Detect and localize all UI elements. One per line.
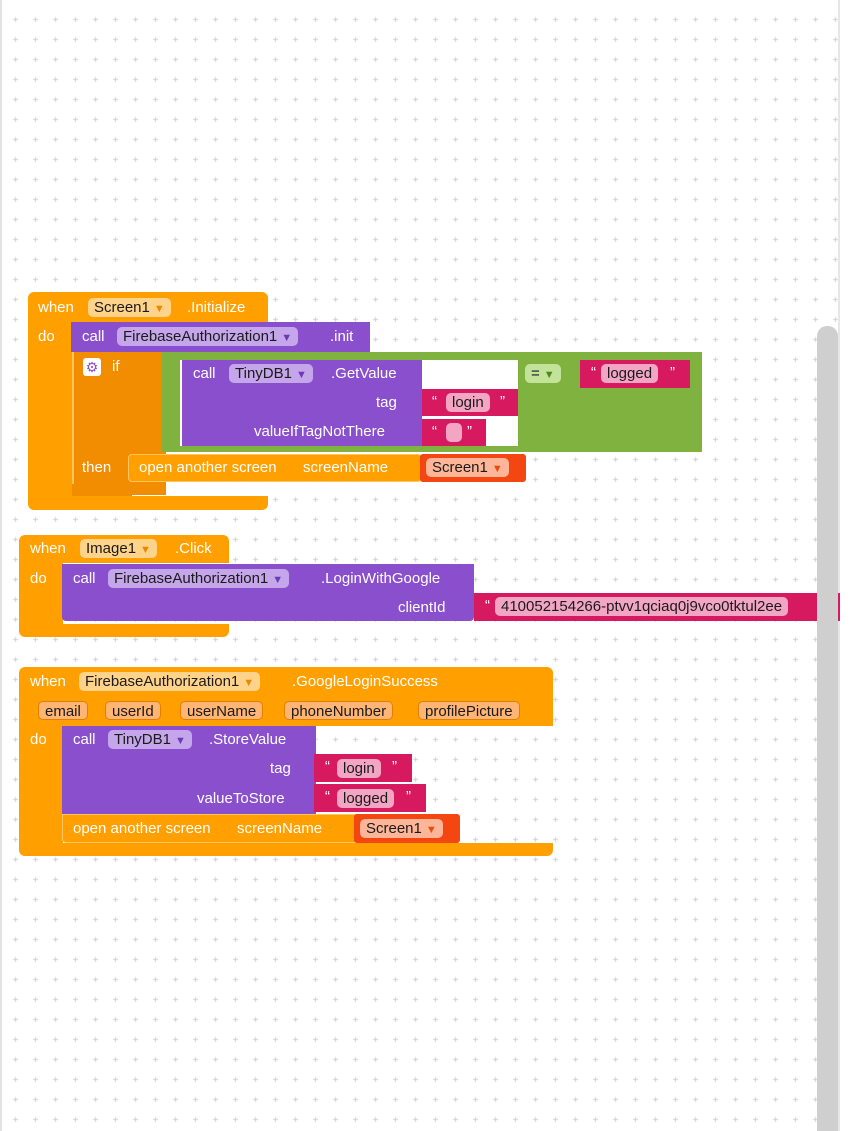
method-name: .StoreValue: [209, 731, 287, 748]
screen-name-label: screenName: [303, 459, 389, 476]
method-name: .LoginWithGoogle: [321, 570, 441, 587]
when-label: when: [30, 673, 66, 690]
workspace-right-border: [838, 0, 840, 1131]
quote-close-icon: ”: [467, 423, 472, 440]
chevron-down-icon: ▼: [153, 303, 165, 315]
chevron-down-icon: ▼: [543, 369, 555, 381]
component-dropdown-firebase[interactable]: FirebaseAuthorization1▼: [108, 569, 290, 588]
text-value-client-id[interactable]: 410052154266-ptvv1qciaq0j9vco0tktul2ee: [495, 597, 789, 616]
do-label: do: [38, 328, 55, 345]
workspace-left-border: [0, 0, 2, 1131]
getvalue-method: .GetValue: [331, 365, 397, 382]
getvalue-call-label: call: [193, 365, 216, 382]
chevron-down-icon: ▼: [281, 332, 293, 344]
chevron-down-icon: ▼: [140, 544, 151, 556]
component-dropdown-firebase[interactable]: FirebaseAuthorization1▼: [117, 327, 299, 346]
tag-label: tag: [270, 760, 291, 777]
do-label: do: [30, 731, 47, 748]
client-id-label: clientId: [398, 599, 446, 616]
default-label: valueIfTagNotThere: [254, 423, 385, 440]
text-value-login[interactable]: login: [337, 759, 381, 778]
chevron-down-icon: ▼: [243, 677, 255, 689]
quote-open-icon: “: [432, 423, 437, 440]
event-left-arm: [19, 563, 63, 625]
call-label: call: [82, 328, 105, 345]
tag-label: tag: [376, 394, 397, 411]
chevron-down-icon: ▼: [295, 369, 307, 381]
open-screen-block[interactable]: [62, 814, 358, 843]
screen-dropdown[interactable]: Screen1▼: [426, 458, 509, 477]
component-dropdown-firebase[interactable]: FirebaseAuthorization1▼: [79, 672, 261, 691]
method-name: .init: [330, 328, 354, 345]
if-block-bottom: [72, 484, 132, 496]
event-name: .Initialize: [187, 299, 246, 316]
event-left-arm: [28, 322, 72, 500]
text-value-login[interactable]: login: [446, 393, 490, 412]
event-name: .GoogleLoginSuccess: [292, 673, 438, 690]
value-label: valueToStore: [197, 790, 285, 807]
text-value-logged[interactable]: logged: [601, 364, 659, 383]
component-dropdown-tinydb[interactable]: TinyDB1▼: [229, 364, 313, 383]
quote-close-icon: ”: [500, 393, 505, 410]
then-label: then: [82, 459, 112, 476]
gear-icon[interactable]: ⚙: [83, 358, 101, 376]
quote-close-icon: ”: [392, 758, 397, 775]
when-label: when: [38, 299, 74, 316]
chevron-down-icon: ▼: [272, 574, 284, 586]
workspace-vertical-scrollbar[interactable]: [817, 326, 838, 1131]
open-screen-label: open another screen: [139, 459, 277, 476]
call-label: call: [73, 731, 96, 748]
param-profilepicture[interactable]: profilePicture: [418, 701, 520, 720]
do-label: do: [30, 570, 47, 587]
if-label: if: [112, 358, 120, 375]
param-username[interactable]: userName: [180, 701, 264, 720]
text-value-logged[interactable]: logged: [337, 789, 395, 808]
chevron-down-icon: ▼: [174, 735, 186, 747]
open-screen-block[interactable]: [128, 454, 422, 482]
open-screen-label: open another screen: [73, 820, 211, 837]
event-footer: [19, 624, 229, 637]
quote-close-icon: ”: [406, 788, 411, 805]
component-dropdown-image1[interactable]: Image1▼: [80, 539, 157, 558]
screen-dropdown[interactable]: Screen1▼: [360, 819, 443, 838]
chevron-down-icon: ▼: [425, 824, 437, 836]
screen-name-label: screenName: [237, 820, 323, 837]
component-dropdown-screen1[interactable]: Screen1▼: [88, 298, 171, 317]
event-name: .Click: [175, 540, 212, 557]
quote-close-icon: ”: [670, 364, 675, 381]
when-label: when: [30, 540, 66, 557]
compare-operator-dropdown[interactable]: =▼: [525, 364, 561, 383]
call-label: call: [73, 570, 96, 587]
text-value-empty[interactable]: [446, 423, 462, 442]
event-footer: [28, 496, 268, 510]
chevron-down-icon: ▼: [491, 463, 503, 475]
quote-open-icon: “: [325, 788, 330, 805]
quote-open-icon: “: [325, 758, 330, 775]
quote-open-icon: “: [432, 393, 437, 410]
component-dropdown-tinydb[interactable]: TinyDB1▼: [108, 730, 192, 749]
quote-open-icon: “: [485, 597, 490, 614]
event-footer: [19, 843, 553, 856]
quote-open-icon: “: [591, 364, 596, 381]
param-userid[interactable]: userId: [105, 701, 161, 720]
client-id-clip: 410052154266-ptvv1qciaq0j9vco0tktul2ee: [495, 597, 840, 617]
event-left-arm: [19, 726, 63, 846]
param-phonenumber[interactable]: phoneNumber: [284, 701, 394, 720]
param-email[interactable]: email: [38, 701, 88, 720]
